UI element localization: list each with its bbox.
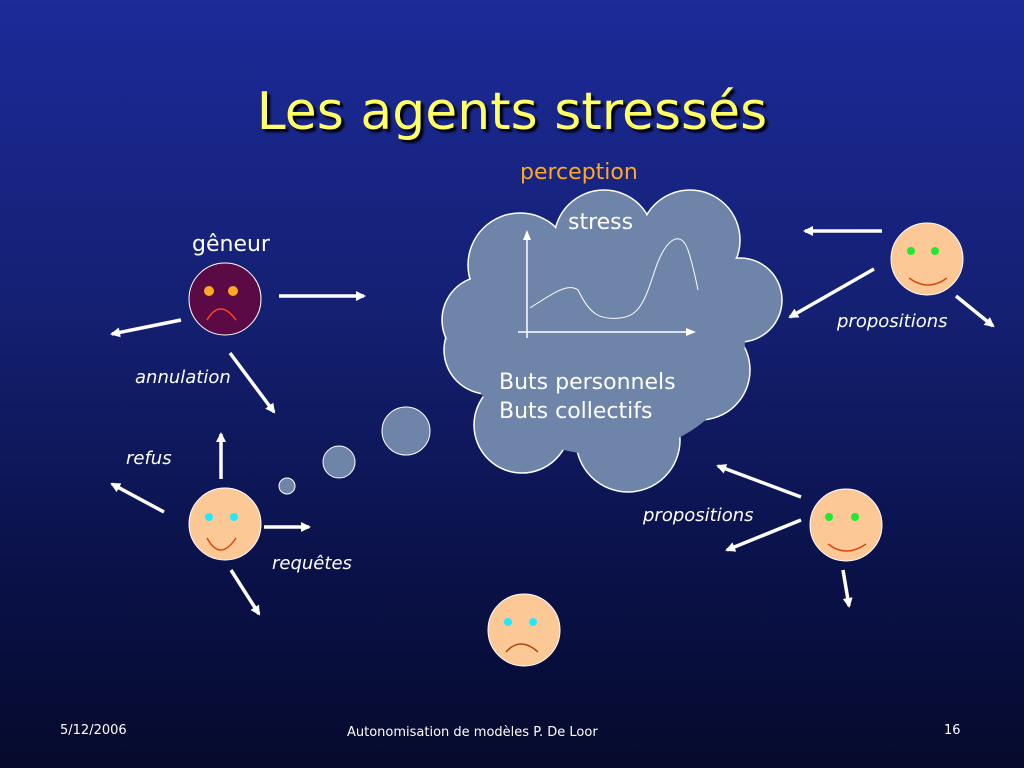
arrow-geneur-left <box>110 318 182 338</box>
footer-date: 5/12/2006 <box>60 723 127 738</box>
thought-cloud <box>441 189 783 493</box>
refus-label: refus <box>126 448 172 469</box>
agent-left-eye2 <box>230 513 238 521</box>
arrow-tr-down-right <box>954 294 995 328</box>
agent-face-top-right <box>890 222 964 296</box>
geneur-left-eye <box>204 286 214 296</box>
agent-face-bottom <box>487 593 561 667</box>
goal-collective: Buts collectifs <box>499 399 653 424</box>
stress-graph <box>518 230 699 338</box>
thought-bubble-large <box>381 406 431 456</box>
agent-bottom-eye-right <box>529 618 537 626</box>
geneur-label: gêneur <box>192 232 270 257</box>
agent-br-eye-right <box>851 513 859 521</box>
agent-br-smile <box>827 543 867 552</box>
agent-left-smile <box>206 537 237 551</box>
agent-bottom-frown <box>505 643 539 653</box>
agent-tr-eye-right <box>931 247 939 255</box>
arrow-br-down <box>841 569 853 608</box>
arrow-tr-down-left <box>788 267 875 319</box>
requetes-label: requêtes <box>272 553 352 574</box>
geneur-face <box>188 262 262 336</box>
propositions-bottom-label: propositions <box>643 505 754 526</box>
arrow-br-left <box>725 518 802 552</box>
propositions-top-label: propositions <box>837 311 948 332</box>
arrow-agent-left <box>110 482 165 514</box>
agent-face-bottom-right <box>809 488 883 562</box>
slide-title: Les agents stressés <box>256 82 768 142</box>
thought-bubble-small <box>278 477 296 495</box>
stress-label: stress <box>568 210 634 235</box>
goal-personal: Buts personnels <box>499 370 676 395</box>
agent-tr-smile <box>908 277 948 286</box>
footer-center: Autonomisation de modèles P. De Loor <box>347 725 598 740</box>
annulation-label: annulation <box>135 367 231 388</box>
agent-bottom-eye-left <box>504 618 512 626</box>
geneur-right-eye <box>228 286 238 296</box>
stress-graph-y-arrow <box>523 230 531 240</box>
agent-face-left <box>188 487 262 561</box>
stress-graph-curve <box>529 238 699 319</box>
arrow-geneur-down <box>228 351 276 414</box>
agent-left-eye <box>205 513 213 521</box>
agent-br-eye-left <box>825 513 833 521</box>
footer-page-number: 16 <box>944 723 961 738</box>
perception-label: perception <box>520 160 638 185</box>
thought-bubble-medium <box>322 445 356 479</box>
stress-graph-x-arrow <box>686 328 696 336</box>
agent-tr-eye-left <box>907 247 915 255</box>
geneur-frown-mouth <box>206 308 237 321</box>
arrow-br-up-left <box>716 464 802 499</box>
arrow-agent-down <box>229 569 261 616</box>
